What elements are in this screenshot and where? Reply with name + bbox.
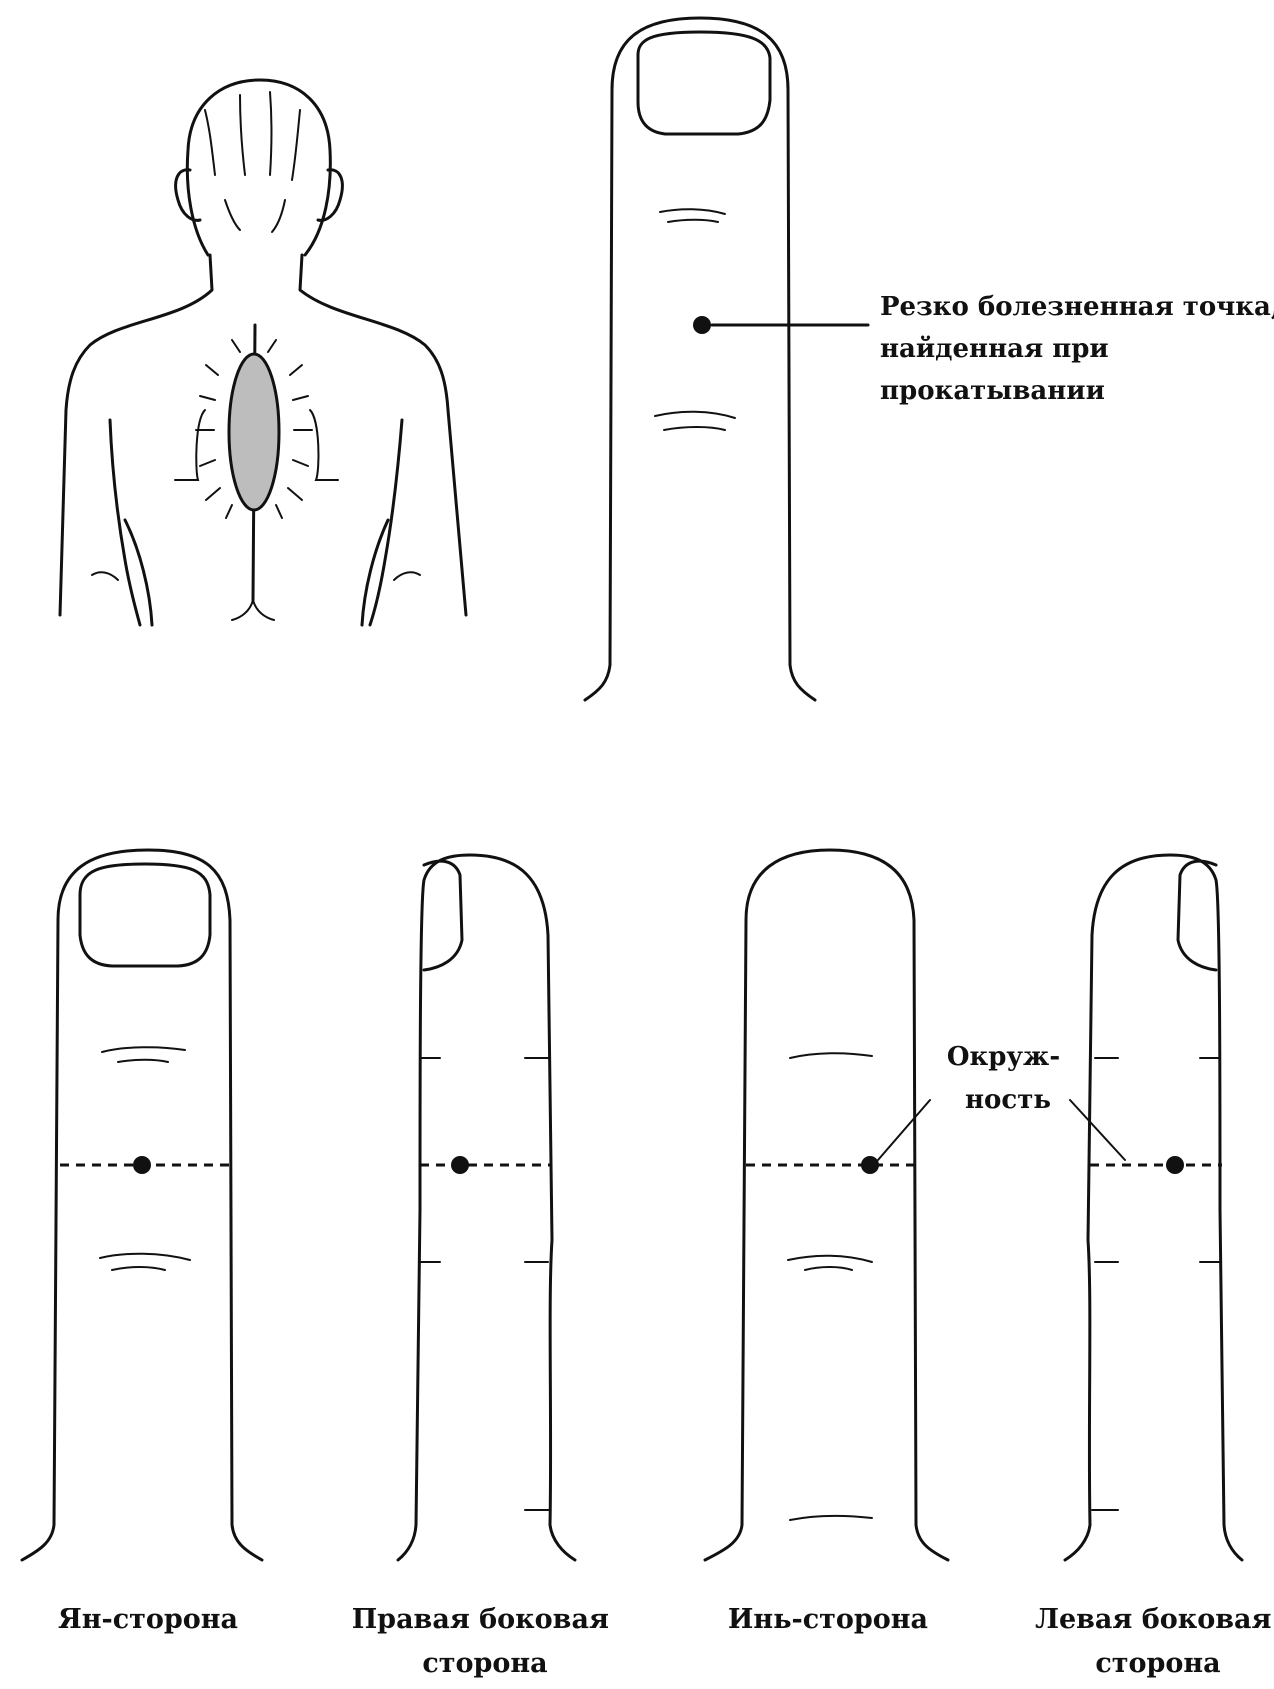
circumference-leader-left [878, 1100, 930, 1160]
painful-point-marker [693, 316, 711, 334]
painful-point-label: Резко болезненная точка, найденная при п… [880, 292, 1274, 406]
yang-side-finger [22, 850, 262, 1560]
circumference-label: Окруж- ность [947, 1042, 1069, 1115]
left-side-finger [1065, 855, 1242, 1560]
right-side-finger [398, 855, 575, 1560]
yin-side-finger [705, 850, 948, 1560]
back-figure-illustration [60, 80, 466, 625]
yin-point-marker [861, 1156, 879, 1174]
yang-point-marker [133, 1156, 151, 1174]
right-side-point-marker [451, 1156, 469, 1174]
caption-right-side: Правая боковая сторона [352, 1604, 619, 1679]
circumference-leader-right [1070, 1100, 1125, 1160]
caption-yin-side: Инь-сторона [728, 1604, 928, 1635]
caption-left-side: Левая боковая сторона [1035, 1604, 1274, 1679]
top-finger-illustration [585, 18, 868, 700]
caption-yang-side: Ян-сторона [58, 1604, 238, 1635]
left-side-point-marker [1166, 1156, 1184, 1174]
